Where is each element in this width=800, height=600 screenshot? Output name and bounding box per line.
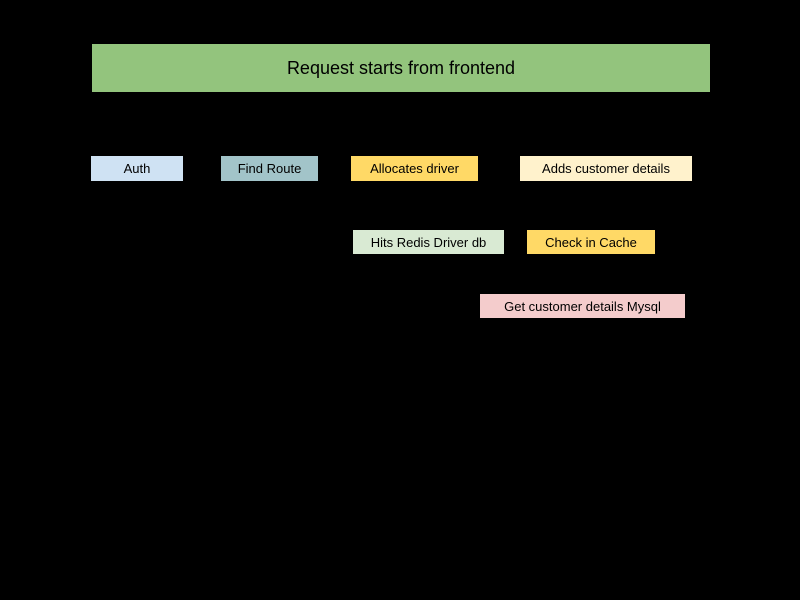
diagram-node-hits-redis-driver-db: Hits Redis Driver db (353, 230, 504, 254)
diagram-node-auth: Auth (91, 156, 183, 181)
diagram-node-find-route: Find Route (221, 156, 318, 181)
diagram-node-check-in-cache: Check in Cache (527, 230, 655, 254)
diagram-node-allocates-driver: Allocates driver (351, 156, 478, 181)
diagram-node-request-starts-from-frontend: Request starts from frontend (92, 44, 710, 92)
diagram-node-adds-customer-details: Adds customer details (520, 156, 692, 181)
diagram-node-get-customer-details-mysql: Get customer details Mysql (480, 294, 685, 318)
